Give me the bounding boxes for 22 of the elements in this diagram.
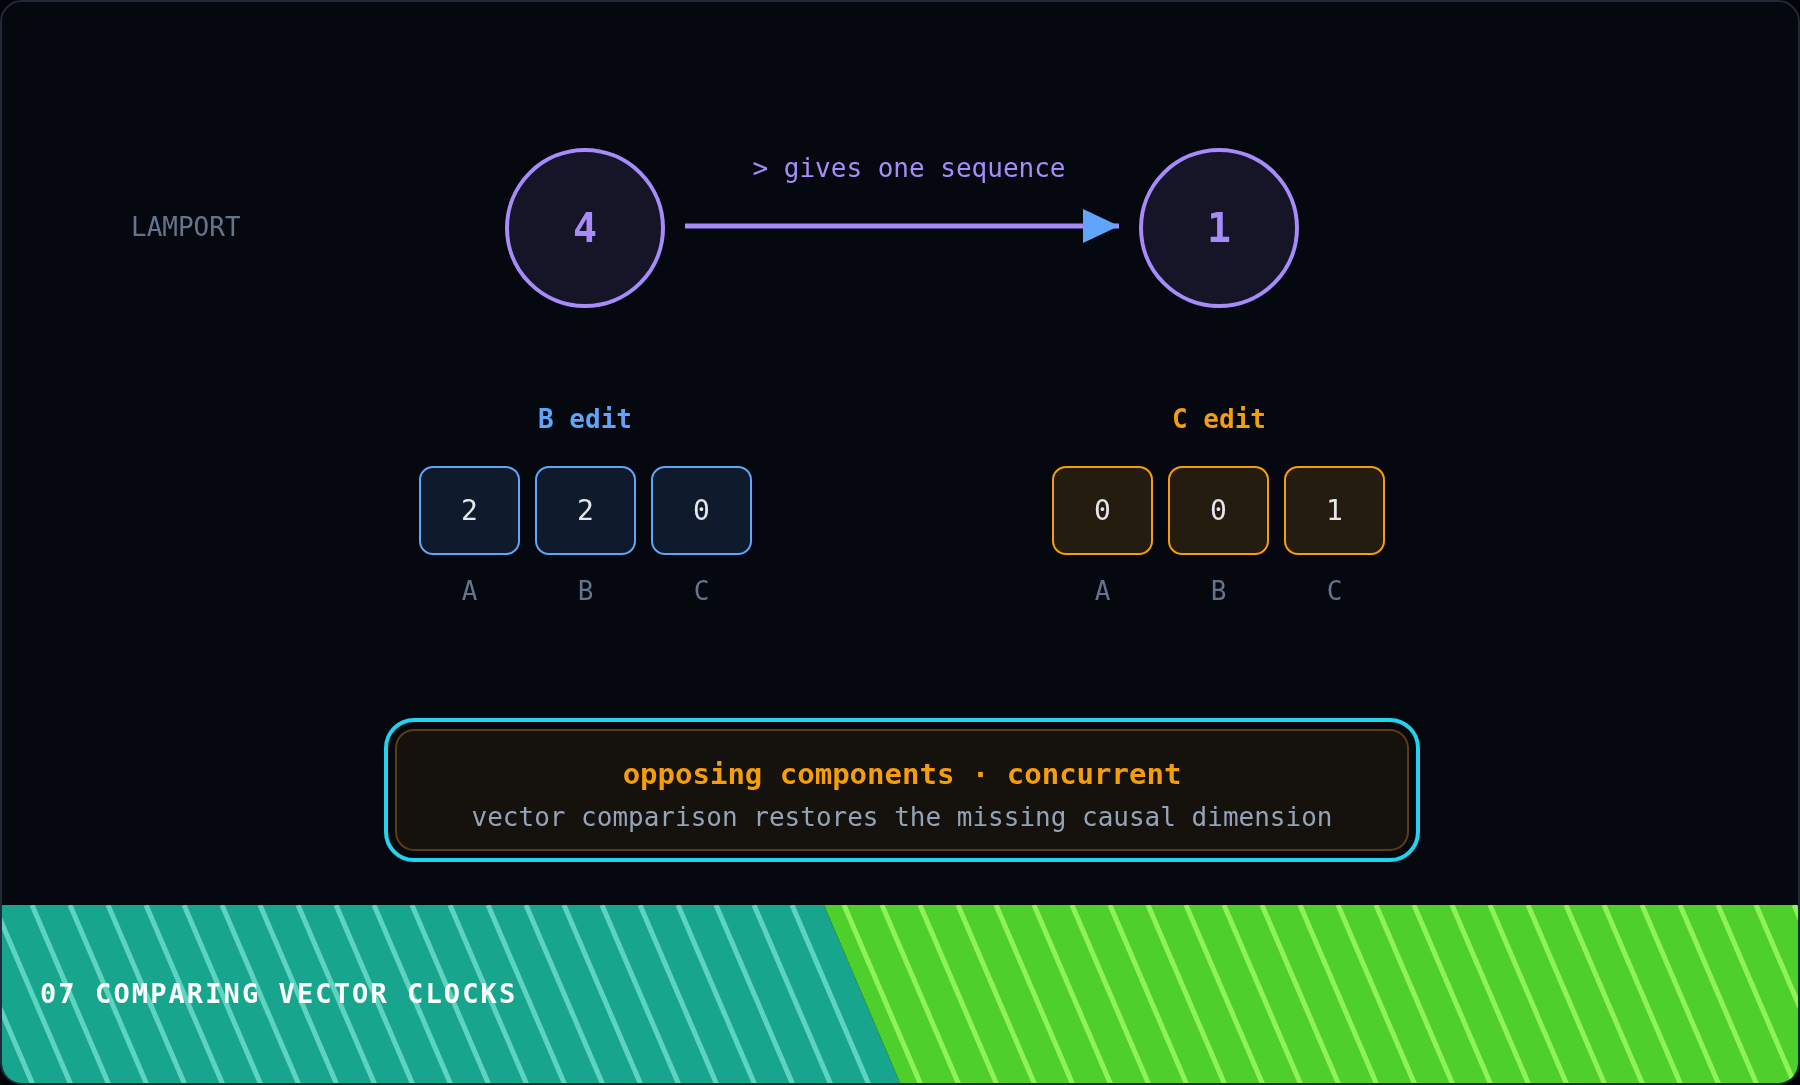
summary-panel — [384, 718, 1420, 862]
vector-cell: 1 — [1284, 466, 1385, 555]
panel-heading: opposing components · concurrent — [622, 756, 1182, 793]
component-label: C — [693, 575, 710, 607]
vector-cell: 2 — [535, 466, 636, 555]
footer-title: 07 COMPARING VECTOR CLOCKS — [40, 977, 518, 1011]
vector-heading: C edit — [1172, 403, 1266, 435]
vector-cell: 0 — [1168, 466, 1269, 555]
panel-note: vector comparison restores the missing causal dimension — [471, 801, 1333, 834]
row-label: LAMPORT — [131, 211, 241, 243]
vector-cell: 0 — [651, 466, 752, 555]
component-label: C — [1326, 575, 1343, 607]
component-label: A — [1094, 575, 1111, 607]
clock-circle: 1 — [1139, 148, 1299, 308]
component-label: A — [461, 575, 478, 607]
vector-heading: B edit — [538, 403, 632, 435]
clock-circle: 4 — [505, 148, 665, 308]
component-label: B — [577, 575, 594, 607]
component-label: B — [1210, 575, 1227, 607]
arrow — [685, 209, 1119, 243]
vector-cell: 2 — [419, 466, 520, 555]
vector-cell: 0 — [1052, 466, 1153, 555]
